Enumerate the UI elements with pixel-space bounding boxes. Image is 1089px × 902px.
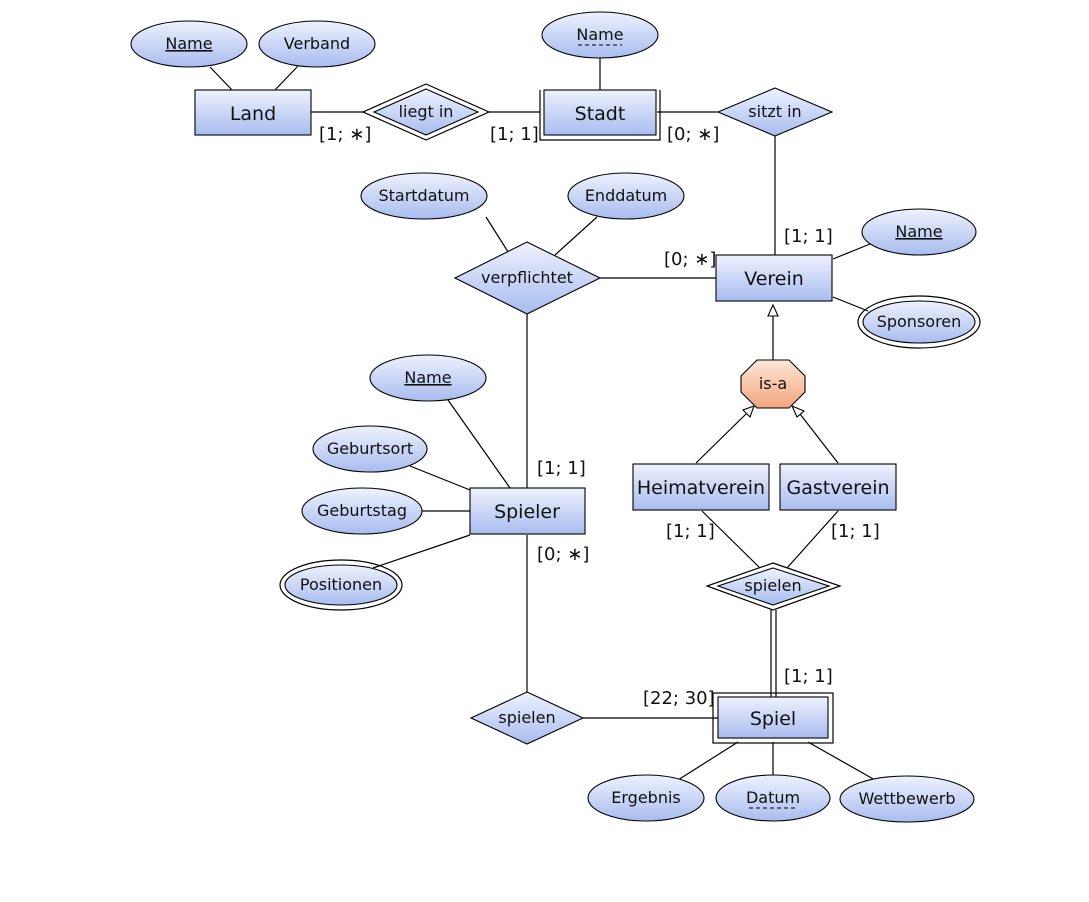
attribute-geburtstag-label: Geburtstag [317, 501, 407, 520]
isa-label: is-a [759, 374, 787, 393]
relationship-liegt-in[interactable]: liegt in [361, 83, 491, 141]
cardinality-spiel-spielen-clubs: [1; 1] [784, 666, 833, 687]
entity-verein-label: Verein [744, 268, 804, 290]
attribute-spieler-name[interactable]: Name [369, 354, 487, 402]
line-gastverein-isa [799, 413, 839, 464]
line-verein-sponsoren [832, 296, 869, 312]
attribute-geburtsort[interactable]: Geburtsort [312, 425, 428, 473]
entity-land[interactable]: Land [194, 89, 312, 136]
line-spieler-name [447, 399, 511, 489]
entity-spiel-label: Spiel [750, 708, 796, 730]
relationship-spielen-players[interactable]: spielen [469, 691, 585, 745]
relationship-sitzt-in[interactable]: sitzt in [716, 87, 834, 137]
relationship-spielen-players-label: spielen [498, 708, 555, 727]
attribute-geburtstag[interactable]: Geburtstag [301, 487, 423, 535]
cardinality-stadt-sitztin: [0; ∗] [667, 124, 719, 145]
relationship-liegt-in-label: liegt in [399, 102, 454, 121]
line-verpflichtet-startdatum [485, 216, 511, 256]
cardinality-spieler-verpflichtet: [1; 1] [537, 458, 586, 479]
cardinality-stadt-liegtin: [1; 1] [490, 124, 539, 145]
line-gastverein-spielen [786, 510, 839, 569]
line-verpflichtet-enddatum [554, 216, 598, 256]
entity-stadt[interactable]: Stadt [539, 89, 661, 141]
weak-entity-frame-spiel [712, 692, 834, 744]
arrow-gastverein-isa [790, 404, 806, 418]
cardinality-spieler-spielen: [0; ∗] [537, 544, 589, 565]
attribute-land-verband-label: Verband [284, 34, 350, 53]
line-land-verband [274, 65, 299, 91]
attribute-startdatum-label: Startdatum [378, 186, 469, 205]
attribute-spieler-name-label: Name [404, 368, 451, 387]
multivalued-frame-sponsoren [857, 295, 981, 349]
cardinality-land-liegtin: [1; ∗] [319, 124, 371, 145]
attribute-startdatum[interactable]: Startdatum [360, 172, 488, 220]
relationship-sitzt-in-label: sitzt in [748, 102, 801, 121]
relationship-verpflichtet-label: verpflichtet [481, 268, 573, 287]
entity-stadt-label: Stadt [575, 103, 626, 125]
cardinality-verein-verpflichtet: [0; ∗] [664, 249, 716, 270]
line-verein-name [832, 243, 871, 260]
attribute-ergebnis-label: Ergebnis [611, 788, 680, 807]
attribute-verein-name-label: Name [895, 222, 942, 241]
attribute-verein-sponsoren-label: Sponsoren [877, 312, 962, 331]
entity-heimatverein-label: Heimatverein [637, 477, 765, 499]
attribute-stadt-name-label: Name [576, 25, 623, 44]
connections [209, 57, 876, 781]
attribute-positionen[interactable]: Positionen [279, 559, 403, 611]
arrow-isa-verein [767, 303, 779, 317]
identifying-frame-spielen [705, 562, 842, 611]
cardinality-verein-sitztin: [1; 1] [784, 226, 833, 247]
cardinality-gastverein-spielen: [1; 1] [831, 521, 880, 542]
attribute-land-name[interactable]: Name [130, 20, 248, 68]
line-spiel-ergebnis [677, 741, 739, 781]
attribute-land-name-label: Name [165, 34, 212, 53]
attribute-ergebnis[interactable]: Ergebnis [587, 774, 705, 822]
attribute-wettbewerb[interactable]: Wettbewerb [839, 775, 975, 823]
entity-spieler[interactable]: Spieler [469, 487, 586, 535]
line-land-name [209, 66, 233, 91]
relationship-spielen-clubs-label: spielen [744, 576, 801, 595]
entity-gastverein[interactable]: Gastverein [779, 463, 897, 511]
isa-octagon[interactable]: is-a [740, 359, 806, 409]
entity-gastverein-label: Gastverein [786, 477, 889, 499]
line-heimatverein-isa [695, 413, 747, 464]
relationship-spielen-clubs[interactable]: spielen [705, 562, 842, 611]
entity-spieler-label: Spieler [494, 501, 560, 523]
attribute-enddatum[interactable]: Enddatum [567, 172, 685, 220]
entity-verein[interactable]: Verein [715, 254, 833, 302]
attribute-verein-name[interactable]: Name [861, 208, 977, 256]
multivalued-frame-positionen [279, 559, 403, 611]
entity-land-label: Land [230, 103, 276, 125]
arrow-heimatverein-isa [742, 405, 755, 418]
line-heimatverein-spielen [701, 510, 761, 569]
line-spieler-geburtsort [409, 465, 471, 491]
attribute-datum-label: Datum [746, 788, 800, 807]
attribute-land-verband[interactable]: Verband [258, 20, 376, 68]
attribute-datum[interactable]: Datum [715, 774, 831, 822]
line-spieler-positionen [372, 534, 471, 569]
attribute-positionen-label: Positionen [300, 575, 382, 594]
attribute-enddatum-label: Enddatum [585, 186, 667, 205]
attribute-stadt-name[interactable]: Name [541, 11, 659, 59]
weak-entity-frame-stadt [539, 90, 661, 141]
entity-heimatverein[interactable]: Heimatverein [632, 463, 770, 511]
attribute-wettbewerb-label: Wettbewerb [859, 789, 956, 808]
cardinality-spiel-spielen-players: [22; 30] [643, 688, 715, 709]
cardinalities: [1; ∗] [1; 1] [0; ∗] [1; 1] [0; ∗] [1; 1… [319, 124, 880, 709]
entity-spiel[interactable]: Spiel [712, 692, 834, 744]
relationship-verpflichtet[interactable]: verpflichtet [453, 241, 602, 315]
cardinality-heimatverein-spielen: [1; 1] [666, 521, 715, 542]
identifying-frame-liegt-in [361, 83, 491, 141]
attribute-geburtsort-label: Geburtsort [327, 439, 413, 458]
attribute-verein-sponsoren[interactable]: Sponsoren [857, 295, 981, 349]
line-spiel-wettbewerb [807, 741, 876, 781]
